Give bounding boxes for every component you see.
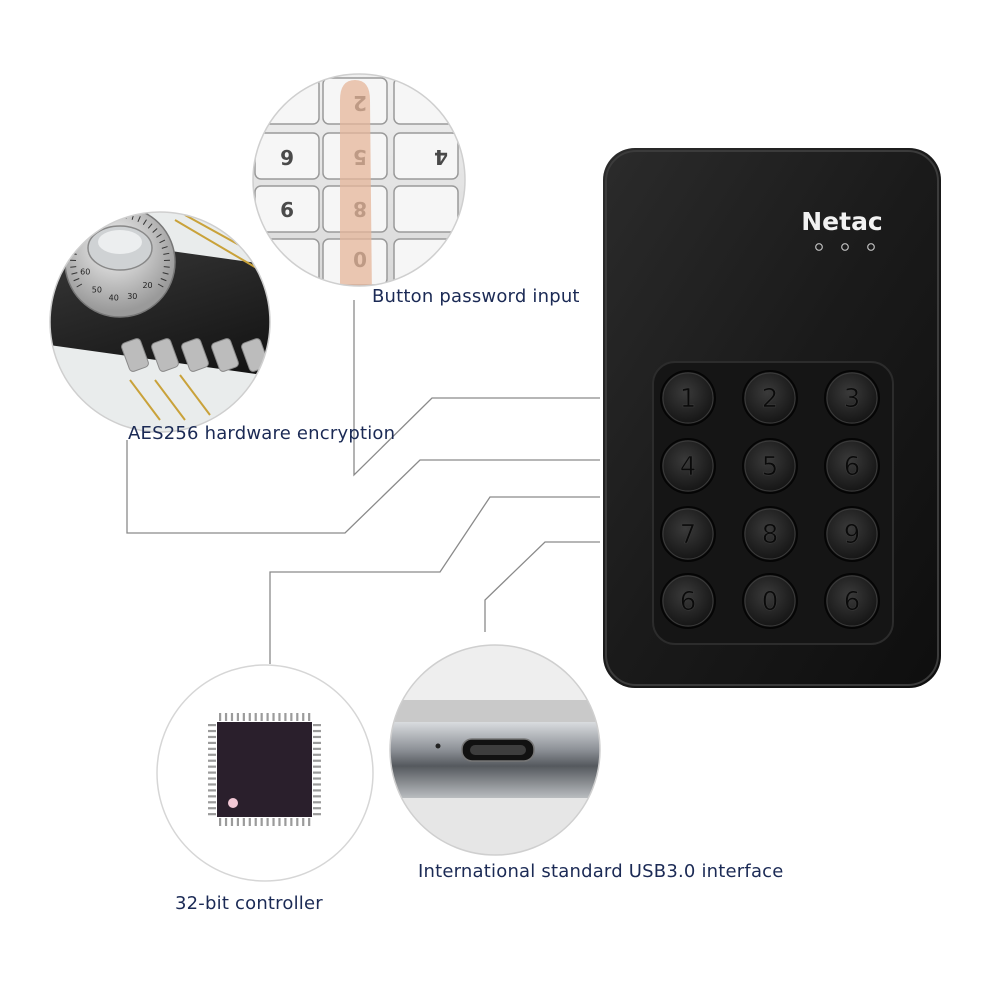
device-key[interactable]: 0 xyxy=(742,573,798,629)
chip-pins xyxy=(121,338,269,372)
device-key-label: 8 xyxy=(762,520,779,550)
device-key[interactable]: 2 xyxy=(742,370,798,426)
closeup-key-label: 6 xyxy=(280,145,294,169)
usb-closeup xyxy=(389,644,601,856)
connector-password xyxy=(353,300,600,477)
closeup-key-label: 4 xyxy=(434,145,448,169)
device-key[interactable]: 9 xyxy=(824,506,880,562)
device-key[interactable]: 6 xyxy=(824,573,880,629)
status-led-3 xyxy=(867,243,875,251)
device-key-label: 4 xyxy=(680,452,697,482)
closeup-key xyxy=(393,77,459,125)
device-key-label: 6 xyxy=(844,452,861,482)
dial-scale-label: 30 xyxy=(127,292,137,301)
closeup-key xyxy=(393,132,459,180)
device-key-label: 5 xyxy=(762,452,779,482)
device-key-label: 3 xyxy=(844,384,861,414)
device-key[interactable]: 8 xyxy=(742,506,798,562)
closeup-key xyxy=(254,238,320,286)
password-input-closeup: 2654980 xyxy=(252,73,466,287)
encryption-closeup: 60 50 40 30 20 xyxy=(49,211,271,433)
device-key-label: 1 xyxy=(680,384,697,414)
dial-scale-label: 60 xyxy=(80,267,90,276)
brand-logo: Netac xyxy=(801,207,883,236)
drive-edge xyxy=(390,722,600,802)
closeup-key xyxy=(254,77,320,125)
controller-closeup xyxy=(156,664,374,882)
closeup-key-label: 9 xyxy=(280,197,294,221)
connector-usb xyxy=(484,541,600,632)
device-keypad: 1 2 3 4 5 6 7 8 9 6 0 6 xyxy=(660,370,880,629)
device-key-label: 0 xyxy=(762,587,779,617)
feature-label-controller: 32-bit controller xyxy=(175,893,323,914)
device-key-label: 6 xyxy=(680,587,697,617)
status-led-1 xyxy=(815,243,823,251)
hard-drive-device: Netac 1 2 3 4 5 6 7 8 9 6 0 6 xyxy=(603,148,941,688)
connector-lines xyxy=(126,300,600,664)
dial-scale-label: 40 xyxy=(109,293,119,302)
status-led-2 xyxy=(841,243,849,251)
keypad-panel xyxy=(652,361,894,645)
device-key[interactable]: 7 xyxy=(660,506,716,562)
device-key-label: 7 xyxy=(680,520,697,550)
connector-encryption xyxy=(126,440,600,534)
finger-shape xyxy=(340,80,372,286)
connector-controller xyxy=(269,496,600,664)
feature-label-usb-interface: International standard USB3.0 interface xyxy=(418,861,784,882)
device-key[interactable]: 4 xyxy=(660,438,716,494)
device-key-label: 6 xyxy=(844,587,861,617)
feature-label-password-input: Button password input xyxy=(372,286,580,307)
dial-scale-label: 50 xyxy=(92,286,102,295)
device-key[interactable]: 6 xyxy=(660,573,716,629)
indicator-dot xyxy=(435,743,441,749)
controller-chip-pins xyxy=(208,713,321,826)
device-key-label: 2 xyxy=(762,384,779,414)
dial-scale-label: 20 xyxy=(142,281,152,290)
device-key[interactable]: 5 xyxy=(742,438,798,494)
device-key[interactable]: 6 xyxy=(824,438,880,494)
device-key[interactable]: 1 xyxy=(660,370,716,426)
feature-label-encryption: AES256 hardware encryption xyxy=(128,423,396,444)
device-key-label: 9 xyxy=(844,520,861,550)
chip-pin1-marker xyxy=(228,798,238,808)
closeup-key xyxy=(393,185,459,233)
device-key[interactable]: 3 xyxy=(824,370,880,426)
